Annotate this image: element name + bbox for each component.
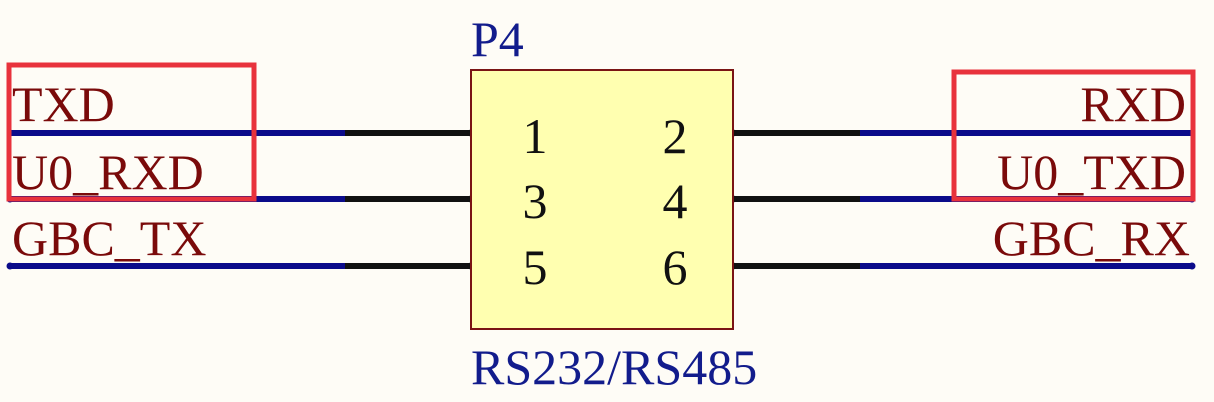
net-label-u0-rxd[interactable]: U0_RXD: [12, 144, 204, 200]
pin-number-5: 5: [523, 239, 548, 295]
wire-end-gbc-rx: [1188, 262, 1196, 270]
component-comment: RS232/RS485: [471, 339, 757, 395]
net-label-gbc-rx[interactable]: GBC_RX: [993, 210, 1190, 266]
net-label-rxd[interactable]: RXD: [1080, 76, 1186, 132]
pin-number-3: 3: [523, 173, 548, 229]
net-label-txd[interactable]: TXD: [12, 76, 115, 132]
wire-end-gbc-tx: [6, 262, 14, 270]
pin-number-1: 1: [523, 108, 548, 164]
pin-number-2: 2: [663, 108, 688, 164]
net-label-u0-txd[interactable]: U0_TXD: [997, 144, 1186, 200]
highlight-box-left: [6, 62, 257, 202]
pin-number-6: 6: [663, 239, 688, 295]
net-label-gbc-tx[interactable]: GBC_TX: [12, 210, 206, 266]
component-body[interactable]: [470, 69, 734, 330]
component-designator: P4: [471, 11, 524, 67]
pin-number-4: 4: [663, 173, 688, 229]
highlight-box-right: [951, 69, 1196, 202]
